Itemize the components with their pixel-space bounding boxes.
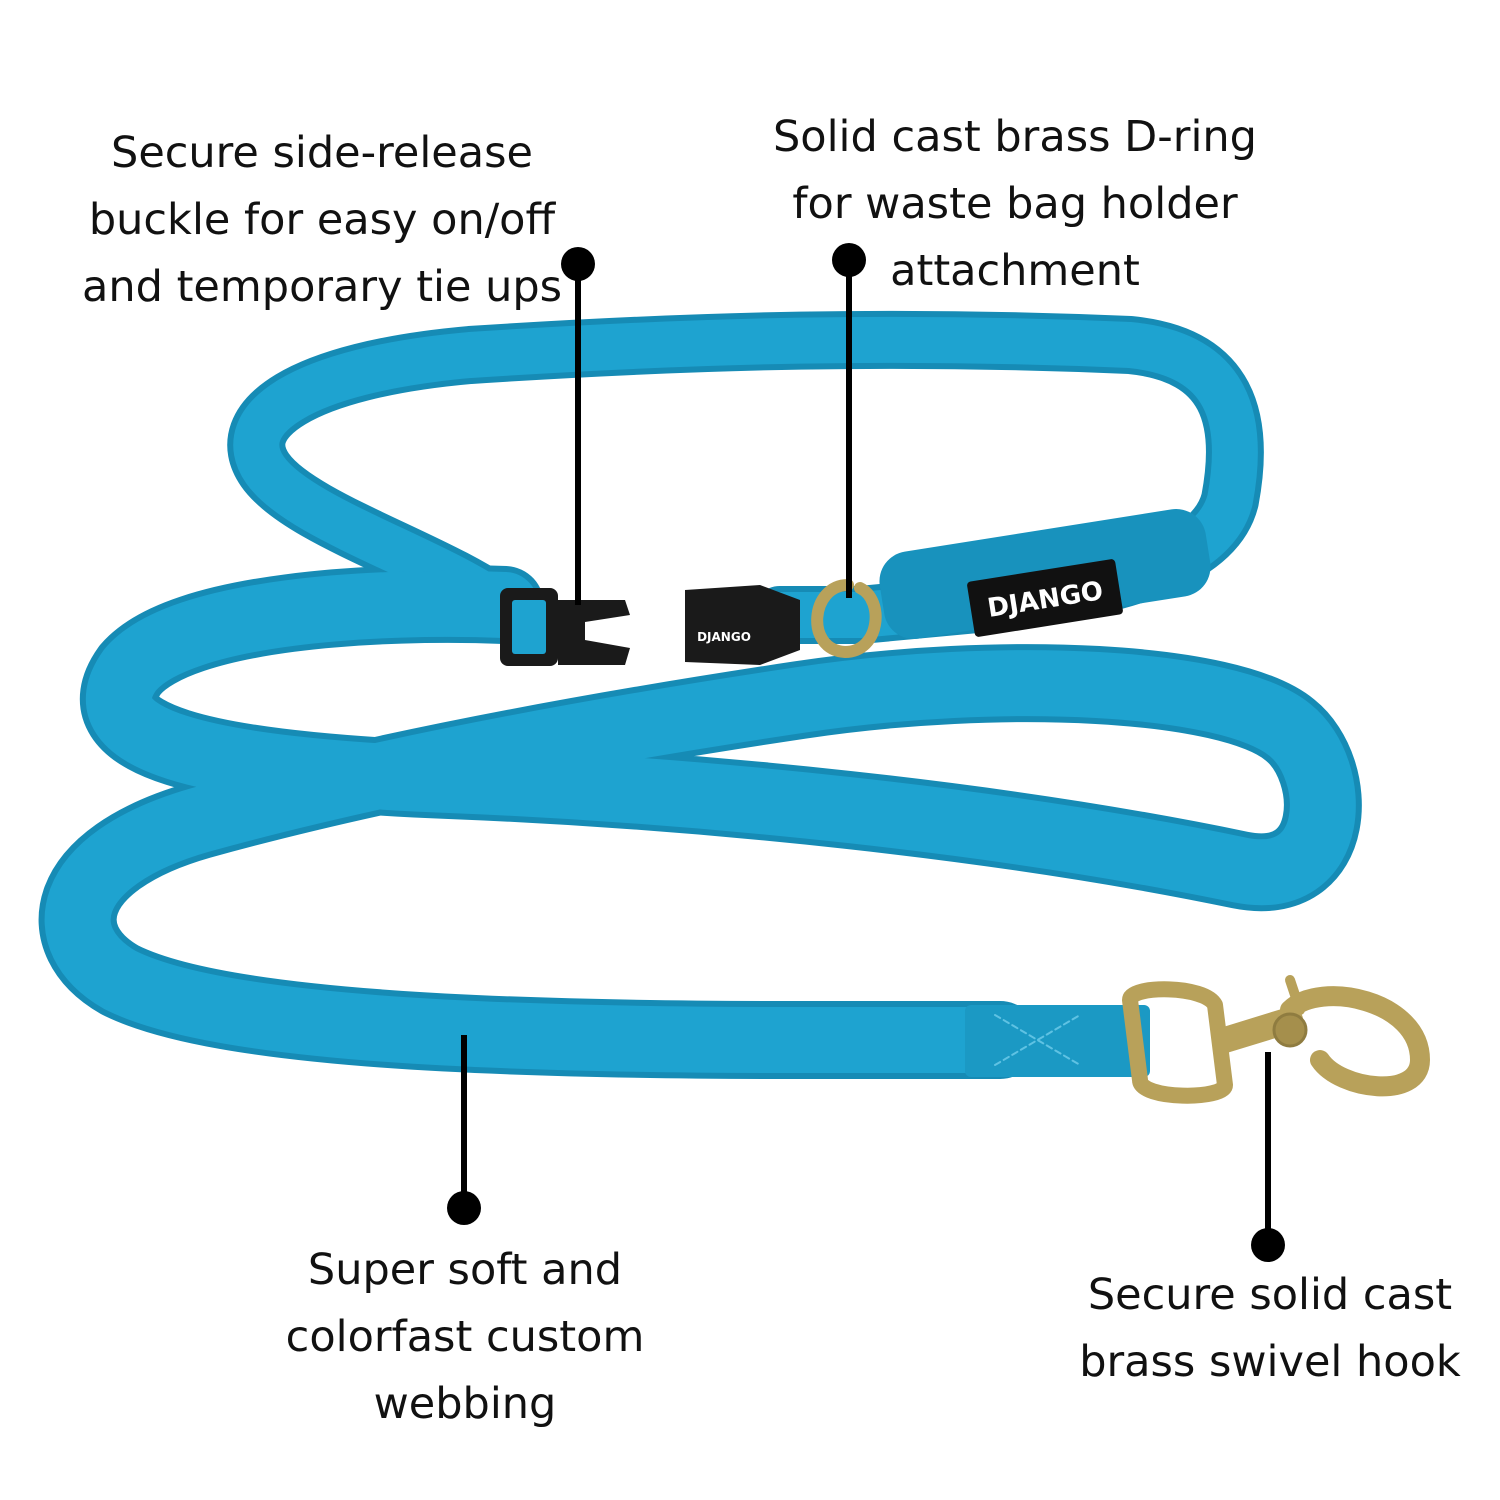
- pointer-buckle: [561, 247, 595, 605]
- pointer-hook: [1251, 1052, 1285, 1262]
- pointer-webbing: [447, 1035, 481, 1225]
- collar-brand-label: DJANGO: [967, 559, 1123, 637]
- callout-buckle-line-3: and temporary tie ups: [82, 262, 563, 312]
- webbing-end-tab: [965, 1005, 1150, 1077]
- webbing-lower-loops: [44, 570, 1356, 1073]
- buckle-female: DJANGO: [685, 585, 800, 665]
- callout-buckle: Secure side-release buckle for easy on/o…: [82, 120, 562, 321]
- callout-hook-line-1: Secure solid cast: [1087, 1270, 1453, 1320]
- callout-dring-line-3: attachment: [890, 246, 1140, 296]
- buckle-brand-text: DJANGO: [697, 630, 751, 644]
- callout-buckle-line-1: Secure side-release: [111, 128, 533, 178]
- buckle-male: [500, 588, 630, 666]
- pointer-dring: [832, 243, 866, 598]
- leash-webbing: [38, 310, 1362, 1079]
- brass-swivel-hook: [1122, 975, 1430, 1104]
- callout-dring: Solid cast brass D-ring for waste bag ho…: [770, 104, 1260, 305]
- callout-dring-line-1: Solid cast brass D-ring: [773, 112, 1257, 162]
- brass-d-ring: [811, 579, 882, 659]
- callout-hook-line-2: brass swivel hook: [1079, 1337, 1461, 1387]
- stitching: [994, 1014, 1081, 1066]
- callout-buckle-line-2: buckle for easy on/off: [88, 195, 556, 245]
- webbing-upper-loop: [233, 316, 1258, 638]
- callout-hook: Secure solid cast brass swivel hook: [1060, 1262, 1480, 1396]
- callout-webbing-line-3: webbing: [373, 1379, 557, 1429]
- callout-webbing-line-2: colorfast custom: [285, 1312, 645, 1362]
- callout-webbing-line-1: Super soft and: [307, 1245, 623, 1295]
- callout-dring-line-2: for waste bag holder: [792, 179, 1238, 229]
- callout-webbing: Super soft and colorfast custom webbing: [255, 1237, 675, 1438]
